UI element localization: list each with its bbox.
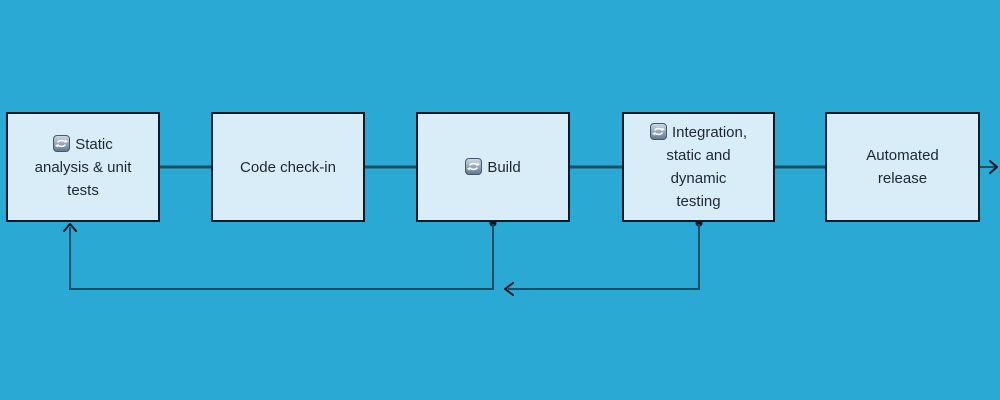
node-text: Integration, static and dynamic testing	[624, 121, 773, 213]
node-label: Integration, static and dynamic testing	[666, 124, 748, 210]
node-build[interactable]: Build	[416, 112, 570, 222]
arrowhead-left-icon	[504, 282, 514, 296]
node-text: Code check-in	[213, 156, 363, 179]
node-text: Automated release	[827, 144, 978, 190]
node-text: Static analysis & unit tests	[8, 133, 158, 202]
arrowhead-up-icon	[63, 223, 77, 232]
node-static-analysis[interactable]: Static analysis & unit tests	[6, 112, 160, 222]
repeat-icon	[465, 157, 483, 175]
node-label: Code check-in	[240, 158, 336, 176]
node-integration-testing[interactable]: Integration, static and dynamic testing	[622, 112, 775, 222]
edge-feedback-integration	[508, 224, 700, 290]
node-label: Static analysis & unit tests	[34, 135, 132, 199]
repeat-icon	[649, 123, 667, 140]
arrowhead-right-icon	[989, 160, 998, 174]
edge-feedback-build-to-static	[69, 224, 494, 290]
node-code-check-in[interactable]: Code check-in	[211, 112, 365, 222]
node-label: Automated release	[866, 147, 939, 187]
node-label: Build	[487, 158, 521, 176]
node-text: Build	[418, 156, 568, 179]
repeat-icon	[53, 134, 71, 152]
node-automated-release[interactable]: Automated release	[825, 112, 980, 222]
